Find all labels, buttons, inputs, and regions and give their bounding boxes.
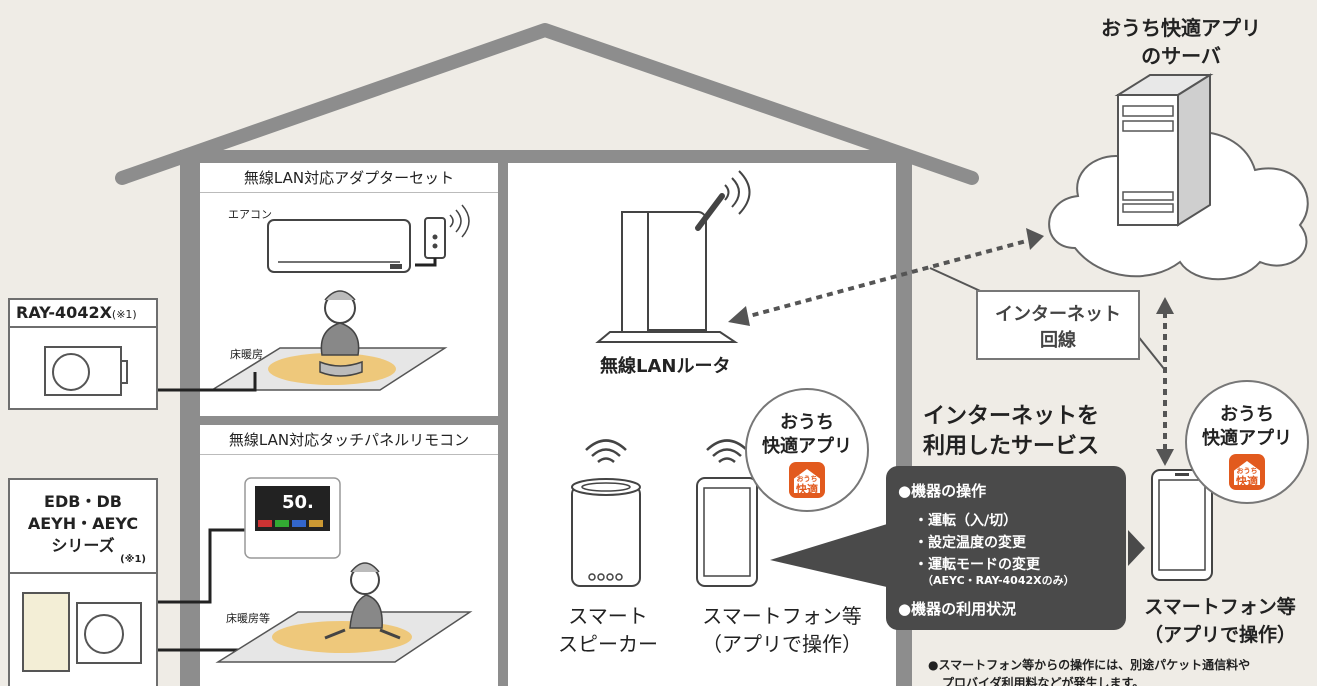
footnote-line1: ●スマートフォン等からの操作には、別途パケット通信料や [928,658,1251,672]
ray-model-name: RAY-4042X [16,303,112,322]
floor-heating-mat-2-icon [215,611,473,663]
app-icon-left-big: 快適 [796,483,818,496]
phone-outside-label-line2: （アプリで操作） [1143,624,1296,646]
app-icon-left-small: おうち [796,475,818,483]
app-icon-right-big: 快適 [1236,475,1258,488]
service-heading-line2: 利用したサービス [922,434,1099,459]
heat-pump-tank-icon [22,592,70,672]
phone-outside-label-line1: スマートフォン等 [1144,596,1296,618]
service-heading-line1: インターネットを [922,404,1099,429]
ray-note: (※1) [111,308,137,321]
services-usage-heading: ●機器の利用状況 [898,600,1017,618]
server-icon [1114,73,1214,227]
app-icon-right: おうち 快適 [1229,454,1265,490]
internet-line-box: インターネット 回線 [976,290,1140,360]
dotted-arrow-router-cloud [741,238,1031,320]
person-sitting-icon [319,290,363,377]
panel-remote-title: 無線LAN対応タッチパネルリモコン [200,425,498,455]
ray-unit-title: RAY-4042X(※1) [10,300,156,328]
edb-line2: AEYH・AEYC [27,514,139,533]
services-op-item-3: ・運転モードの変更 [914,557,1040,573]
phone-inside-label-line2: （アプリで操作） [702,632,862,656]
floor-heating-2-label: 床暖房等 [226,612,270,625]
internet-line-line1: インターネット [995,304,1121,325]
app-badge-left-line2: 快適アプリ [762,436,852,457]
smartphone-outside-icon [1151,469,1213,581]
touch-panel-remote-icon [244,477,341,559]
edb-line1: EDB・DB [44,492,122,511]
app-badge-left: おうち 快適アプリ おうち 快適 [745,388,869,512]
server-title-line2: のサーバ [1141,44,1221,68]
person-reclining-icon [324,562,401,640]
internet-line-line2: 回線 [1040,330,1076,351]
ray-unit-box: RAY-4042X(※1) [8,298,158,410]
services-op-heading: ●機器の操作 [898,482,987,500]
phone-inside-label-line1: スマートフォン等 [702,604,862,628]
edb-unit-title: EDB・DB AEYH・AEYC シリーズ (※1) [10,480,156,574]
app-badge-right: おうち 快適アプリ おうち 快適 [1185,380,1309,504]
floor-heating-label: 床暖房 [230,348,263,361]
edb-unit-box: EDB・DB AEYH・AEYC シリーズ (※1) [8,478,158,686]
speaker-label-line1: スマート [568,604,648,628]
smartphone-icon [696,439,758,587]
remote-display-value: 50. [282,492,314,513]
smart-speaker-icon [571,439,641,587]
footnote-line2: プロバイダ利用料などが発生します。 [942,676,1145,686]
services-callout: ●機器の操作 ・運転（入/切） ・設定温度の変更 ・運転モードの変更 （AEYC… [886,466,1126,630]
outdoor-unit-icon [44,346,128,396]
edb-note: (※1) [120,554,146,565]
services-op-item-1: ・運転（入/切） [914,513,1018,529]
services-op-note: （AEYC・RAY-4042Xのみ） [922,574,1075,587]
router-label: 無線LANルータ [600,356,731,377]
app-badge-right-line2: 快適アプリ [1202,428,1292,449]
app-badge-right-line1: おうち [1220,404,1274,425]
app-icon-right-small: おうち [1236,467,1258,475]
app-badge-left-line1: おうち [780,412,834,433]
edb-line3: シリーズ [51,536,115,555]
app-icon-left: おうち 快適 [789,462,825,498]
outdoor-unit-2-icon [76,602,142,664]
aircon-label: エアコン [228,208,272,221]
services-op-item-2: ・設定温度の変更 [914,535,1026,551]
panel-adapter-title: 無線LAN対応アダプターセット [200,163,498,193]
callout-pointer [770,520,900,590]
router-icon [595,170,751,343]
speaker-label-line2: スピーカー [558,632,658,656]
air-conditioner-icon [267,204,470,273]
server-title-line1: おうち快適アプリ [1101,16,1261,40]
house-roof [115,23,979,185]
